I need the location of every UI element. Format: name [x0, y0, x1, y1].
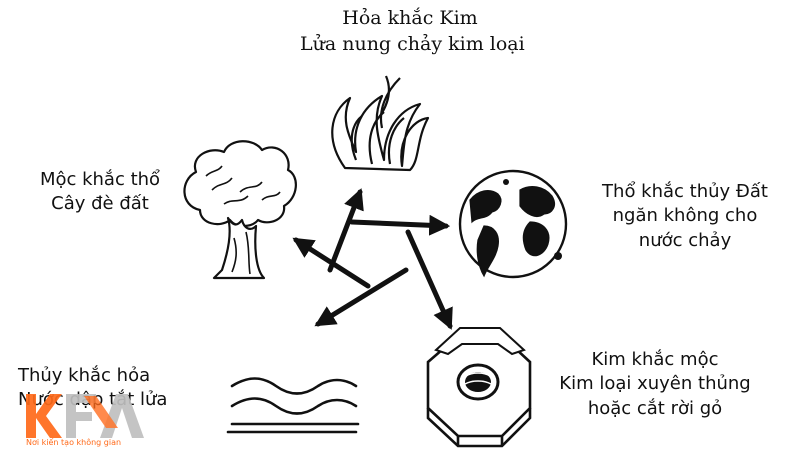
- metal-label-line: Kim khắc mộc: [591, 349, 719, 370]
- earth-label-line: Thổ khắc thủy Đất: [602, 181, 768, 202]
- arrow-to-metal: [405, 229, 453, 330]
- water-waves-icon: [226, 377, 360, 434]
- pentagram-arrows: [292, 188, 453, 330]
- wood-label-line: Mộc khắc thổ: [39, 169, 161, 190]
- hex-nut-icon: [426, 327, 532, 448]
- water-label-line: Thủy khắc hỏa: [18, 365, 151, 386]
- metal-label: Kim khắc mộc Kim loại xuyên thủng hoặc c…: [540, 348, 770, 421]
- earth-label-line: ngăn không cho: [612, 205, 758, 227]
- fire-label: Hỏa khắc Kim Lửa nung chảy kim loại: [300, 6, 525, 57]
- metal-label-line: hoặc cắt rời gỏ: [587, 397, 723, 419]
- wood-label: Mộc khắc thổ Cây đè đất: [20, 168, 180, 217]
- arrow-to-earth: [349, 214, 451, 236]
- wood-label-line: Cây đè đất: [51, 193, 149, 215]
- globe-icon: [458, 169, 568, 279]
- fire-label-line: Hỏa khắc Kim: [342, 7, 478, 29]
- fire-label-line: Lửa nung chảy kim loại: [300, 32, 525, 55]
- metal-label-line: Kim loại xuyên thủng: [559, 373, 751, 395]
- flame-icon: [331, 75, 430, 172]
- kfa-logo-tagline: Nơi kiến tạo không gian: [26, 438, 122, 447]
- arrow-to-fire: [327, 188, 364, 273]
- earth-label-line: nước chảy: [638, 229, 732, 251]
- tree-icon: [183, 140, 297, 280]
- kfa-logo: [26, 394, 144, 438]
- arrow-to-wood: [292, 237, 371, 289]
- earth-label: Thổ khắc thủy Đất ngăn không cho nước ch…: [590, 180, 780, 253]
- arrow-to-water: [314, 267, 409, 327]
